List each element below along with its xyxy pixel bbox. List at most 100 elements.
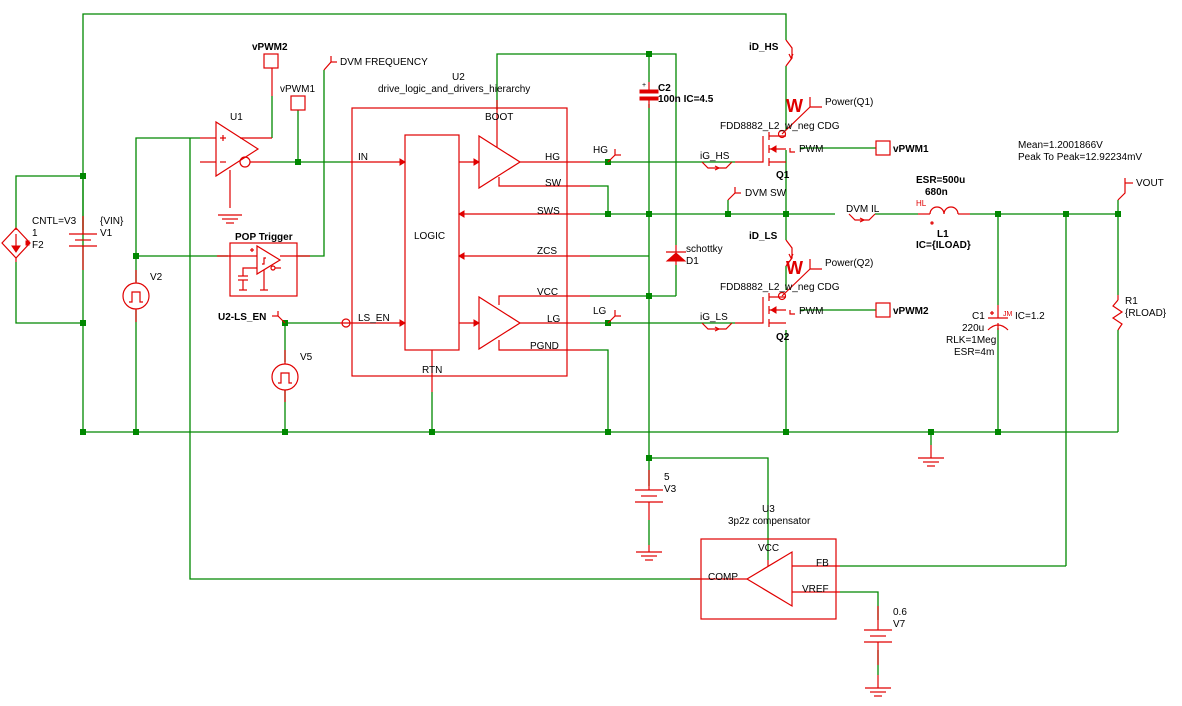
u3-pin-vcc: VCC — [758, 543, 779, 554]
q2-watt-icon: W — [786, 258, 803, 278]
ig-ls-probe[interactable] — [701, 322, 733, 332]
v7-battery[interactable] — [864, 606, 892, 697]
c2-value-label: 100n IC=4.5 — [658, 94, 714, 105]
u2-pin-boot: BOOT — [485, 112, 513, 123]
u3-compensator-block[interactable] — [690, 538, 840, 620]
c1-ref-label: C1 — [972, 311, 985, 322]
c1-value-label: 220u — [962, 323, 984, 334]
q1-watt-icon: W — [786, 96, 803, 116]
v3-battery[interactable] — [635, 470, 663, 561]
lg-probe-label: LG — [593, 306, 607, 317]
c2-capacitor[interactable]: + — [639, 82, 659, 108]
u2-logic-label: LOGIC — [414, 231, 445, 242]
u3-ref-label: U3 — [762, 504, 775, 515]
vpwm2-top-probe[interactable] — [263, 53, 279, 96]
u2-pin-vcc: VCC — [537, 287, 558, 298]
id-hs-label: iD_HS — [749, 42, 779, 53]
c1-capacitor[interactable] — [987, 305, 1009, 331]
v7-value-label: 0.6 — [893, 607, 907, 618]
r1-ref-label: R1 — [1125, 296, 1138, 307]
q1-power-label: Power(Q1) — [825, 97, 873, 108]
ground-symbol-output — [918, 445, 944, 467]
v2-ref-label: V2 — [150, 272, 163, 283]
v5-pulse-source[interactable] — [271, 350, 299, 402]
dvm-frequency-probe[interactable] — [323, 56, 337, 71]
u1-ref-label: U1 — [230, 112, 243, 123]
vout-probe[interactable] — [1117, 178, 1133, 201]
ig-hs-probe[interactable] — [701, 161, 733, 171]
u3-pin-comp: COMP — [708, 572, 738, 583]
u2-ref-label: U2 — [452, 72, 465, 83]
v1-battery[interactable] — [69, 216, 97, 270]
v1-ref-label: V1 — [100, 228, 113, 239]
c1-ic-label: IC=1.2 — [1015, 311, 1045, 322]
c1-rlk-label: RLK=1Meg — [946, 335, 996, 346]
u3-name-label: 3p2z compensator — [728, 516, 811, 527]
d1-schottky-diode[interactable] — [665, 245, 687, 265]
dvm-frequency-label: DVM FREQUENCY — [340, 57, 428, 68]
q1-pwm-label: PWM — [799, 144, 823, 155]
q1-mosfet[interactable] — [735, 106, 811, 166]
l1-probe-label: HL — [916, 199, 927, 208]
measurement-mean: Mean=1.2001866V — [1018, 140, 1103, 151]
l1-inductor[interactable] — [918, 206, 970, 225]
u2-pin-ls-en: LS_EN — [358, 313, 390, 324]
pop-trigger-label: POP Trigger — [235, 232, 293, 243]
q2-power-probe[interactable] — [809, 259, 822, 270]
vpwm1-top-probe[interactable] — [290, 95, 306, 111]
q2-model-label: FDD8882_L2_w_neg CDG — [720, 282, 840, 293]
f2-current-source[interactable] — [1, 227, 31, 262]
f2-gain-label: 1 — [32, 228, 38, 239]
measurement-peak-to-peak: Peak To Peak=12.92234mV — [1018, 152, 1142, 163]
u1-comparator[interactable] — [200, 120, 272, 224]
ig-hs-label: iG_HS — [700, 151, 730, 162]
ig-ls-label: iG_LS — [700, 312, 728, 323]
f2-ref-label: F2 — [32, 240, 44, 251]
v2-pulse-source[interactable] — [122, 270, 150, 322]
dvm-il-probe[interactable] — [848, 213, 876, 223]
id-ls-probe[interactable] — [785, 239, 794, 267]
v3-ref-label: V3 — [664, 484, 677, 495]
r1-value-label: {RLOAD} — [1125, 308, 1167, 319]
u3-pin-vref: VREF — [802, 584, 829, 595]
vpwm1-top-label: vPWM1 — [280, 84, 315, 95]
r1-resistor[interactable] — [1111, 295, 1124, 331]
u2-pin-hg: HG — [545, 152, 560, 163]
u2-ls-en-probe[interactable] — [272, 311, 286, 324]
v1-value-label: {VIN} — [100, 216, 124, 227]
u2-ls-en-label: U2-LS_EN — [218, 312, 266, 323]
l1-value-label: 680n — [925, 187, 948, 198]
svg-text:+: + — [642, 82, 646, 89]
v5-ref-label: V5 — [300, 352, 313, 363]
lg-probe[interactable] — [607, 310, 621, 324]
q2-mosfet[interactable] — [735, 268, 811, 327]
dvm-il-label: DVM IL — [846, 204, 880, 215]
u2-pin-sw: SW — [545, 178, 562, 189]
u2-name-label: drive_logic_and_drivers_hierarchy — [378, 84, 530, 95]
c1-probe-label: JM — [1003, 311, 1013, 318]
vpwm2-top-label: vPWM2 — [252, 42, 288, 53]
id-hs-probe[interactable] — [785, 39, 794, 67]
u2-pin-pgnd: PGND — [530, 341, 559, 352]
u2-pin-zcs: ZCS — [537, 246, 557, 257]
dvm-sw-label: DVM SW — [745, 188, 787, 199]
hg-probe[interactable] — [607, 149, 621, 163]
c1-esr-label: ESR=4m — [954, 347, 994, 358]
q1-ref-label: Q1 — [776, 170, 790, 181]
q1-power-probe[interactable] — [809, 97, 822, 108]
u2-pin-lg: LG — [547, 314, 561, 325]
id-ls-label: iD_LS — [749, 231, 778, 242]
q2-power-label: Power(Q2) — [825, 258, 873, 269]
u2-pin-sws: SWS — [537, 206, 560, 217]
v7-ref-label: V7 — [893, 619, 906, 630]
vpwm1-right-probe[interactable] — [875, 140, 891, 156]
hg-probe-label: HG — [593, 145, 608, 156]
u2-pin-in: IN — [358, 152, 368, 163]
pop-trigger-block[interactable] — [217, 242, 310, 297]
u2-driver-block[interactable] — [340, 100, 590, 392]
v3-value-label: 5 — [664, 472, 670, 483]
dvm-sw-probe[interactable] — [727, 187, 741, 201]
d1-model-label: schottky — [686, 244, 723, 255]
vpwm2-right-probe[interactable] — [875, 302, 891, 318]
